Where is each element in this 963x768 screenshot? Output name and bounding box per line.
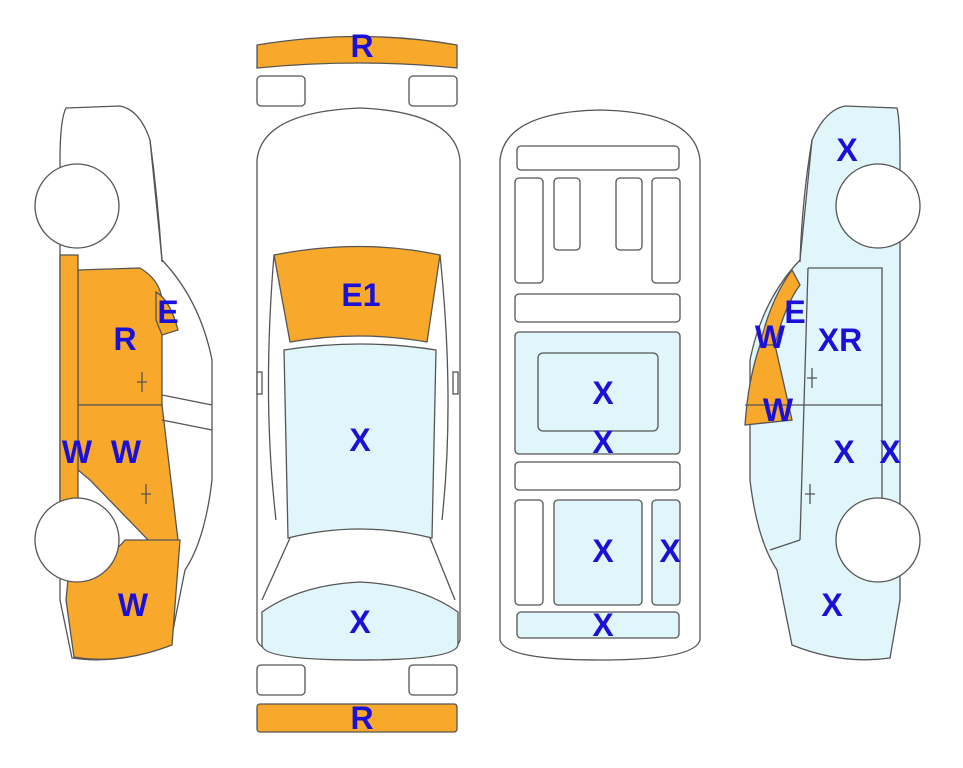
floor-rear-bottom-panel[interactable] xyxy=(516,611,680,639)
label-right-window-lower: W xyxy=(763,392,794,428)
top-side-lines xyxy=(261,254,456,601)
label-left-rear-door: R xyxy=(113,321,136,357)
top-mirror-left xyxy=(256,371,263,395)
left-pillar-panel[interactable] xyxy=(155,290,179,336)
left-door-handle-rear xyxy=(137,372,147,392)
rear-light-right xyxy=(408,75,458,107)
floor-mid-bar-upper xyxy=(514,293,681,323)
label-left-rocker: W xyxy=(62,434,93,470)
left-front-wheel xyxy=(34,497,120,583)
label-roof: X xyxy=(349,422,371,458)
left-rear-door-panel[interactable] xyxy=(77,267,163,406)
label-left-pillar: E xyxy=(157,294,178,330)
label-right-rear-fender: X xyxy=(836,132,858,168)
right-door-handle-rear xyxy=(807,368,817,388)
label-floor-center-upper: X xyxy=(592,375,614,411)
front-light-right xyxy=(408,664,458,696)
right-door-handle-front xyxy=(805,484,815,504)
damage-labels: R E1 X X R E R W W W X X X X X X E W XR … xyxy=(62,28,901,736)
label-rear-bumper: R xyxy=(350,28,373,64)
floor-mid-bar-lower xyxy=(514,461,681,491)
label-left-front-fender: W xyxy=(118,587,149,623)
floor-rear-right-panel[interactable] xyxy=(651,499,681,606)
right-rear-wheel xyxy=(835,163,921,249)
left-window-line xyxy=(149,139,213,431)
rear-bumper-top-panel[interactable] xyxy=(256,35,458,69)
floor-center-inner xyxy=(537,352,659,432)
label-right-window-upper: W xyxy=(755,319,786,355)
left-door-handle-front xyxy=(141,484,151,504)
right-side-view xyxy=(744,105,921,661)
label-right-pillar: E xyxy=(784,294,805,330)
trunk-panel[interactable] xyxy=(261,581,459,661)
label-left-front-door: W xyxy=(111,434,142,470)
label-right-front-fender: X xyxy=(821,587,843,623)
label-trunk: X xyxy=(349,604,371,640)
floor-top-bar xyxy=(516,145,680,171)
label-right-rocker: X xyxy=(879,434,901,470)
label-floor-rear-center: X xyxy=(592,533,614,569)
top-view xyxy=(256,35,461,733)
floor-slot-right xyxy=(615,177,643,251)
front-bumper-bottom-panel[interactable] xyxy=(256,703,458,733)
top-mirror-right xyxy=(452,371,459,395)
right-front-wheel xyxy=(835,497,921,583)
rear-light-left xyxy=(256,75,306,107)
label-floor-rear-right: X xyxy=(659,533,681,569)
floor-rail-left xyxy=(514,177,544,284)
label-hood: E1 xyxy=(341,277,380,313)
floor-rail-left-lower xyxy=(514,499,544,606)
right-door-lines xyxy=(745,139,883,551)
label-front-bumper: R xyxy=(350,700,373,736)
floor-rail-right xyxy=(651,177,681,284)
label-right-rear-door: XR xyxy=(818,322,862,358)
label-floor-center-lower: X xyxy=(592,424,614,460)
label-floor-rear-bottom: X xyxy=(592,607,614,643)
hood-panel[interactable] xyxy=(273,245,441,343)
left-side-view xyxy=(34,105,213,661)
floor-view xyxy=(499,109,701,661)
floor-rear-center-panel[interactable] xyxy=(553,499,643,606)
left-rear-wheel xyxy=(34,163,120,249)
floor-slot-left xyxy=(553,177,581,251)
front-light-left xyxy=(256,664,306,696)
label-right-front-door: X xyxy=(833,434,855,470)
roof-panel[interactable] xyxy=(283,343,437,539)
